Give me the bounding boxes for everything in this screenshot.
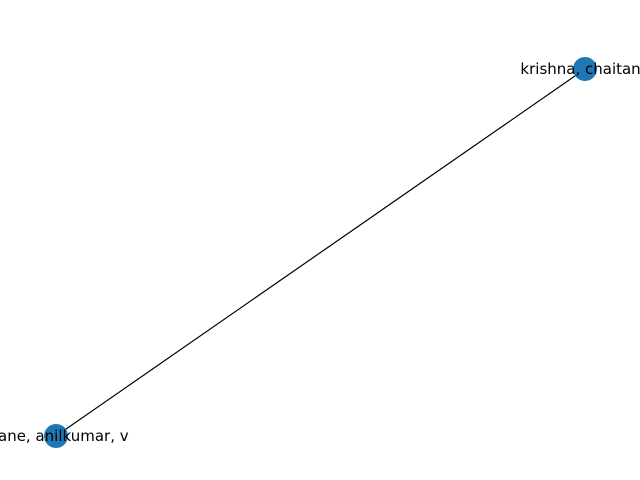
graph-edge xyxy=(55,68,586,437)
labels-layer: krishna, chaitany mane, anilkumar, v xyxy=(0,60,640,445)
node-label-krishna: krishna, chaitany xyxy=(520,60,640,78)
graph-node-krishna xyxy=(573,57,597,81)
nodes-layer xyxy=(44,57,597,448)
graph-node-mane xyxy=(44,424,68,448)
edges-layer xyxy=(55,68,586,437)
node-label-mane: mane, anilkumar, v xyxy=(0,427,129,445)
